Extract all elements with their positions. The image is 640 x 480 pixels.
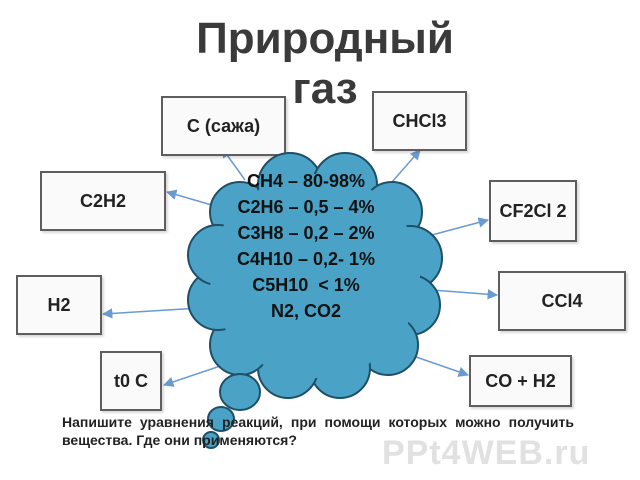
composition-item: C4H10 – 0,2- 1%: [236, 249, 376, 269]
box-t0c: t0 C: [100, 351, 162, 411]
box-chcl3: CHCl3: [372, 91, 467, 151]
box-co-h2: CO + H2: [469, 355, 572, 407]
composition-list: CH4 – 80-98% C2H6 – 0,5 – 4% C3H8 – 0,2 …: [232, 168, 380, 324]
watermark-logo: PPt4WEB.ru: [382, 434, 591, 472]
box-c2h2: C2H2: [40, 171, 166, 231]
box-ccl4: CCl4: [498, 271, 626, 331]
page-title: Природный газ: [190, 14, 460, 114]
question-text: Напишите уравнения реакций, при помощи к…: [62, 414, 574, 448]
composition-item: C3H8 – 0,2 – 2%: [237, 223, 375, 243]
arrow-to-chcl3: [391, 149, 421, 183]
box-h2: H2: [16, 275, 102, 335]
title-line-2: газ: [292, 64, 358, 113]
box-soot: C (сажа): [161, 96, 286, 156]
composition-item: N2, CO2: [270, 301, 342, 321]
box-cf2cl2: CF2Cl 2: [489, 180, 577, 242]
composition-item: CH4 – 80-98%: [246, 171, 366, 191]
arrow-to-h2: [101, 307, 201, 319]
composition-item: C5H10 < 1%: [252, 275, 360, 295]
arrow-to-cf2cl2: [427, 217, 490, 237]
title-line-1: Природный: [196, 14, 454, 63]
thought-bubbles: [202, 373, 261, 449]
arrow-to-ccl4: [431, 289, 499, 300]
composition-item: C2H6 – 0,5 – 4%: [237, 197, 375, 217]
